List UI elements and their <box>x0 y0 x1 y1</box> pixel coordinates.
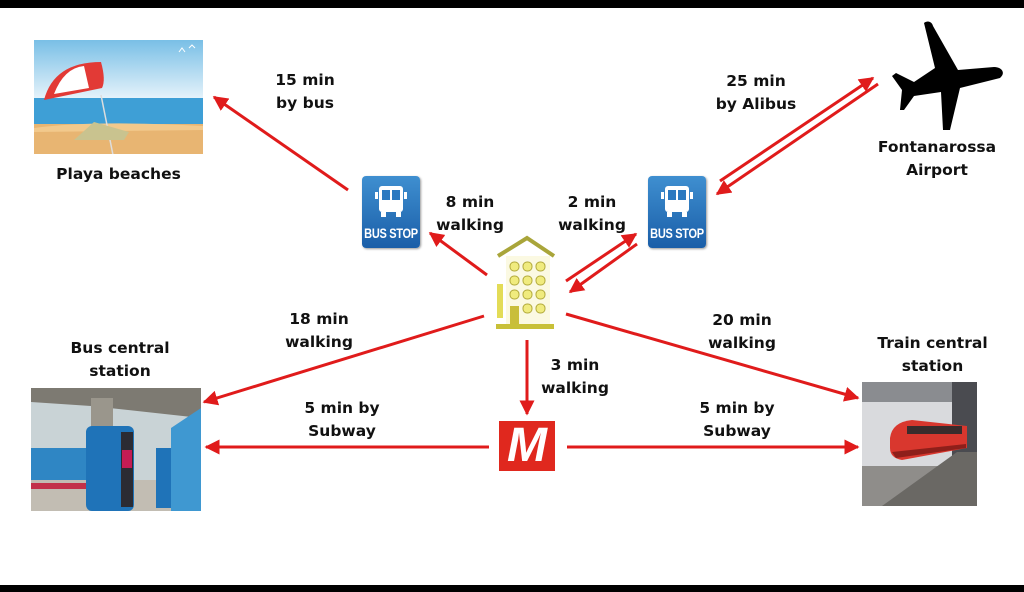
airport-label-line2: Airport <box>906 161 968 179</box>
beach-image <box>34 40 203 154</box>
edge-label-train-station-walk-time: 20 min <box>712 311 772 329</box>
edge-label-busstop-left-mode: walking <box>436 216 504 234</box>
edge-label-airport-mode: by Alibus <box>715 95 797 113</box>
bus-station-photo <box>31 388 201 511</box>
edge-label-metro-walk-mode: walking <box>541 379 609 397</box>
edge-label-airport-time: 25 min <box>726 72 786 90</box>
bus-station-label-line2: station <box>89 362 151 380</box>
bus-stop-label: BUS STOP <box>364 226 418 242</box>
edge-label-subway-bus-mode: Subway <box>308 422 376 440</box>
top-border <box>0 0 1024 8</box>
arrow-busstop-right-to-hotel <box>568 242 638 294</box>
train-station-label-line2: station <box>901 357 964 375</box>
edge-label-bus-station-walk-mode: walking <box>285 333 353 351</box>
edge-label-subway-train-time: 5 min by <box>699 399 775 417</box>
hotel-building-icon <box>494 234 556 332</box>
bus-icon <box>661 186 693 217</box>
edge-label-metro-walk-time: 3 min <box>550 356 600 374</box>
edge-label-train-station-walk-mode: walking <box>708 334 776 352</box>
bus-stop-label: BUS STOP <box>650 226 704 242</box>
edge-label-bus-station-walk-time: 18 min <box>289 310 349 328</box>
airport-label-line1: Fontanarossa <box>877 138 997 156</box>
train-station-photo <box>862 382 977 506</box>
edge-label-subway-bus-time: 5 min by <box>304 399 380 417</box>
arrow-hotel-to-busstop-left <box>428 231 488 277</box>
arrow-hotel-to-busstop-right <box>565 232 638 283</box>
bus-stop-left: BUS STOP <box>362 176 420 248</box>
metro-icon: M <box>499 421 555 471</box>
edge-label-busstop-right-mode: walking <box>558 216 626 234</box>
edge-label-busstop-right-time: 2 min <box>567 193 617 211</box>
edge-label-busstop-left-time: 8 min <box>445 193 495 211</box>
beach-label: Playa beaches <box>56 165 181 183</box>
train-station-label-line1: Train central <box>877 334 988 352</box>
edge-label-beach-time: 15 min <box>275 71 335 89</box>
edge-label-beach-mode: by bus <box>276 94 334 112</box>
bottom-border <box>0 585 1024 592</box>
bus-icon <box>375 186 407 217</box>
bus-station-label-line1: Bus central <box>70 339 170 357</box>
airplane-icon <box>888 18 1008 136</box>
edge-label-subway-train-mode: Subway <box>703 422 771 440</box>
bus-stop-right: BUS STOP <box>648 176 706 248</box>
